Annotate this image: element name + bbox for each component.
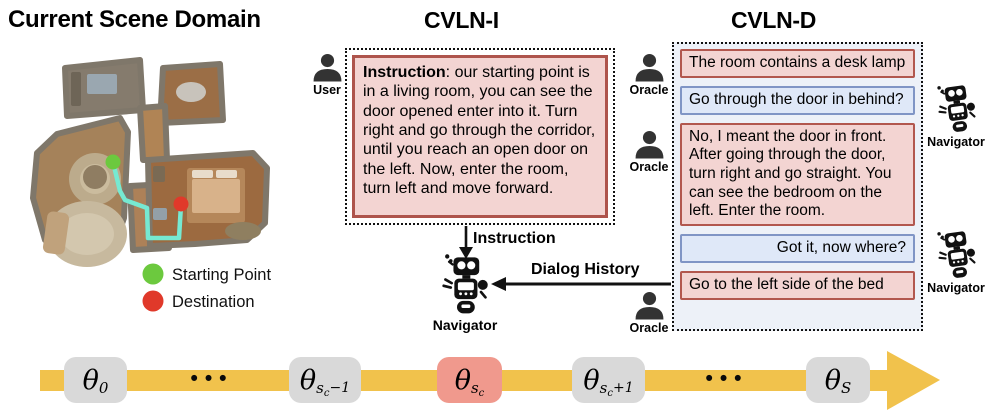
legend-destination-swatch	[142, 290, 164, 312]
dialog-message: Got it, now where?	[680, 233, 915, 263]
theta-tail: +1	[612, 380, 634, 396]
timeline-arrowhead	[887, 351, 940, 410]
instruction-text: : our starting point is in a living room…	[363, 64, 596, 198]
theta-sub: 0	[98, 379, 109, 397]
destination-marker	[173, 196, 189, 212]
theta-sub: s	[599, 379, 608, 397]
dialog-message: No, I meant the door in front. After goi…	[680, 122, 915, 226]
theta-base: θ	[583, 364, 600, 396]
cvln-d-panel: The room contains a desk lamp Go through…	[672, 42, 923, 331]
instruction-prefix: Instruction	[363, 64, 446, 81]
cvln-i-panel: Instruction: our starting point is in a …	[345, 48, 615, 225]
theta-sub: s	[470, 379, 479, 397]
dialog-history-label: Dialog History	[531, 261, 640, 278]
start-point-marker	[105, 154, 121, 170]
navigator-agent-main: Navigator	[424, 252, 506, 333]
navigator-agent-2: Navigator	[925, 228, 987, 295]
timeline-ellipsis: •••	[190, 367, 234, 390]
theta-base: θ	[454, 364, 471, 396]
theta-base: θ	[299, 364, 317, 396]
theta-base: θ	[82, 364, 99, 396]
cvln-d-title: CVLN-D	[731, 7, 817, 33]
instruction-box: Instruction: our starting point is in a …	[352, 55, 608, 218]
theta-base: θ	[824, 364, 841, 396]
navigator-label: Navigator	[927, 281, 985, 295]
robot-icon	[436, 252, 494, 316]
theta-tail: −1	[329, 380, 351, 396]
legend: Starting Point Destination	[142, 263, 271, 312]
navigator-label: Navigator	[927, 135, 985, 149]
oracle-agent-1: Oracle	[629, 53, 669, 97]
navigator-label: Navigator	[432, 317, 498, 333]
cvln-i-title: CVLN-I	[424, 7, 499, 33]
robot-icon	[929, 79, 983, 137]
robot-icon	[929, 225, 983, 283]
oracle-label: Oracle	[629, 321, 669, 335]
theta-subsub: c	[323, 387, 330, 399]
oracle-agent-3: Oracle	[629, 291, 669, 335]
theta-subsub: c	[607, 387, 613, 399]
dialog-message: The room contains a desk lamp	[680, 49, 915, 78]
legend-destination-label: Destination	[172, 293, 255, 311]
person-icon	[634, 291, 665, 320]
timeline-ellipsis: •••	[705, 367, 749, 390]
dialog-message: Go through the door in behind?	[680, 85, 915, 115]
oracle-agent-2: Oracle	[629, 130, 669, 174]
floorplan-image: Starting Point Destination	[30, 57, 271, 312]
user-label: User	[313, 83, 341, 97]
legend-start-swatch	[142, 263, 164, 285]
person-icon	[634, 130, 665, 159]
theta-sub: s	[316, 379, 324, 397]
dialog-message: Go to the left side of the bed	[680, 270, 915, 300]
theta-subsub: c	[478, 387, 485, 399]
oracle-label: Oracle	[629, 83, 669, 97]
legend-start-label: Starting Point	[172, 266, 271, 284]
theta-sub: S	[840, 379, 852, 397]
oracle-label: Oracle	[629, 160, 669, 174]
user-icon	[312, 53, 343, 82]
person-icon	[634, 53, 665, 82]
navigator-agent-1: Navigator	[925, 82, 987, 149]
instruction-arrow-label: Instruction	[473, 230, 556, 247]
scene-domain-title: Current Scene Domain	[8, 6, 261, 33]
user-agent: User	[306, 53, 348, 97]
navigation-path	[110, 159, 184, 241]
